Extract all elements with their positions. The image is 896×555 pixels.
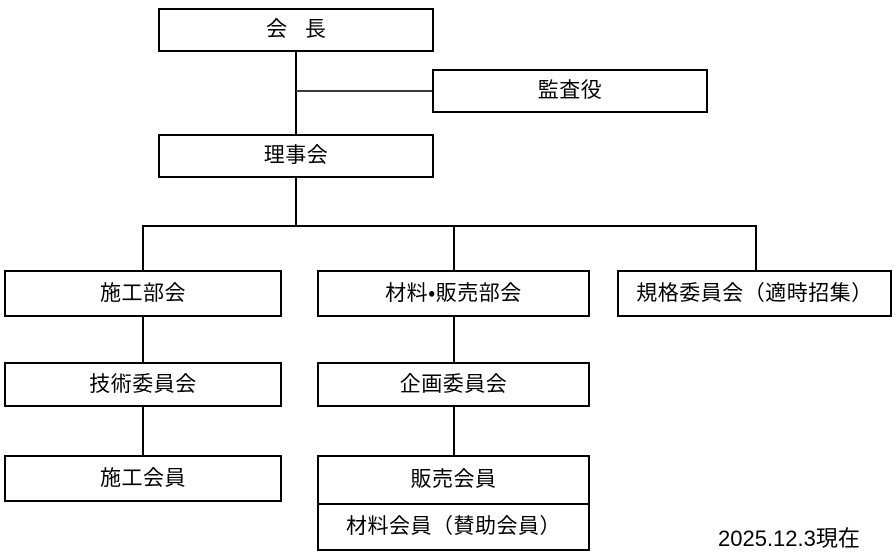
node-sales-members-label: 販売会員 [410, 468, 497, 492]
node-board-of-directors[interactable]: 理事会 [158, 134, 434, 178]
node-planning-committee[interactable]: 企画委員会 [317, 362, 590, 407]
connector-president-to-auditor [296, 90, 433, 92]
node-auditor-label: 監査役 [537, 79, 603, 103]
node-board-of-directors-label: 理事会 [263, 144, 329, 168]
node-materials-sales-division[interactable]: 材料・販売部会 [317, 270, 590, 317]
node-materials-sales-division-label: 材料・販売部会 [385, 281, 522, 305]
node-sales-and-material-members: 販売会員 材料会員（賛助会員） [317, 455, 590, 551]
connector-bus-to-materials-sales-division [453, 225, 455, 270]
node-president[interactable]: 会 長 [158, 8, 434, 52]
node-material-members[interactable]: 材料会員（賛助会員） [319, 503, 588, 549]
connector-construction-division-to-technical-committee [142, 316, 144, 363]
node-planning-committee-label: 企画委員会 [399, 372, 508, 396]
node-construction-division[interactable]: 施工部会 [4, 270, 282, 317]
node-construction-division-label: 施工部会 [100, 281, 186, 305]
connector-board-to-bus [295, 176, 297, 227]
node-material-members-label: 材料会員（賛助会員） [346, 515, 561, 539]
connector-bus-to-standards-committee [755, 225, 757, 270]
connector-technical-committee-to-construction-members [142, 406, 144, 456]
node-standards-committee[interactable]: 規格委員会（適時招集） [617, 270, 892, 317]
as-of-date: 2025.12.3現在 [718, 526, 860, 551]
connector-bus-to-construction-division [142, 225, 144, 270]
connector-materials-sales-division-to-planning-committee [453, 316, 455, 363]
connector-division-bus [142, 225, 757, 227]
node-technical-committee[interactable]: 技術委員会 [4, 362, 282, 407]
node-standards-committee-label: 規格委員会（適時招集） [636, 281, 873, 305]
node-auditor[interactable]: 監査役 [432, 69, 708, 113]
node-president-label: 会 長 [266, 18, 332, 42]
node-technical-committee-label: 技術委員会 [89, 372, 197, 396]
node-sales-members[interactable]: 販売会員 [319, 457, 588, 503]
connector-president-to-board [295, 50, 297, 137]
node-construction-members[interactable]: 施工会員 [4, 455, 282, 502]
connector-planning-committee-to-sales-members [453, 406, 455, 456]
node-construction-members-label: 施工会員 [100, 466, 186, 490]
